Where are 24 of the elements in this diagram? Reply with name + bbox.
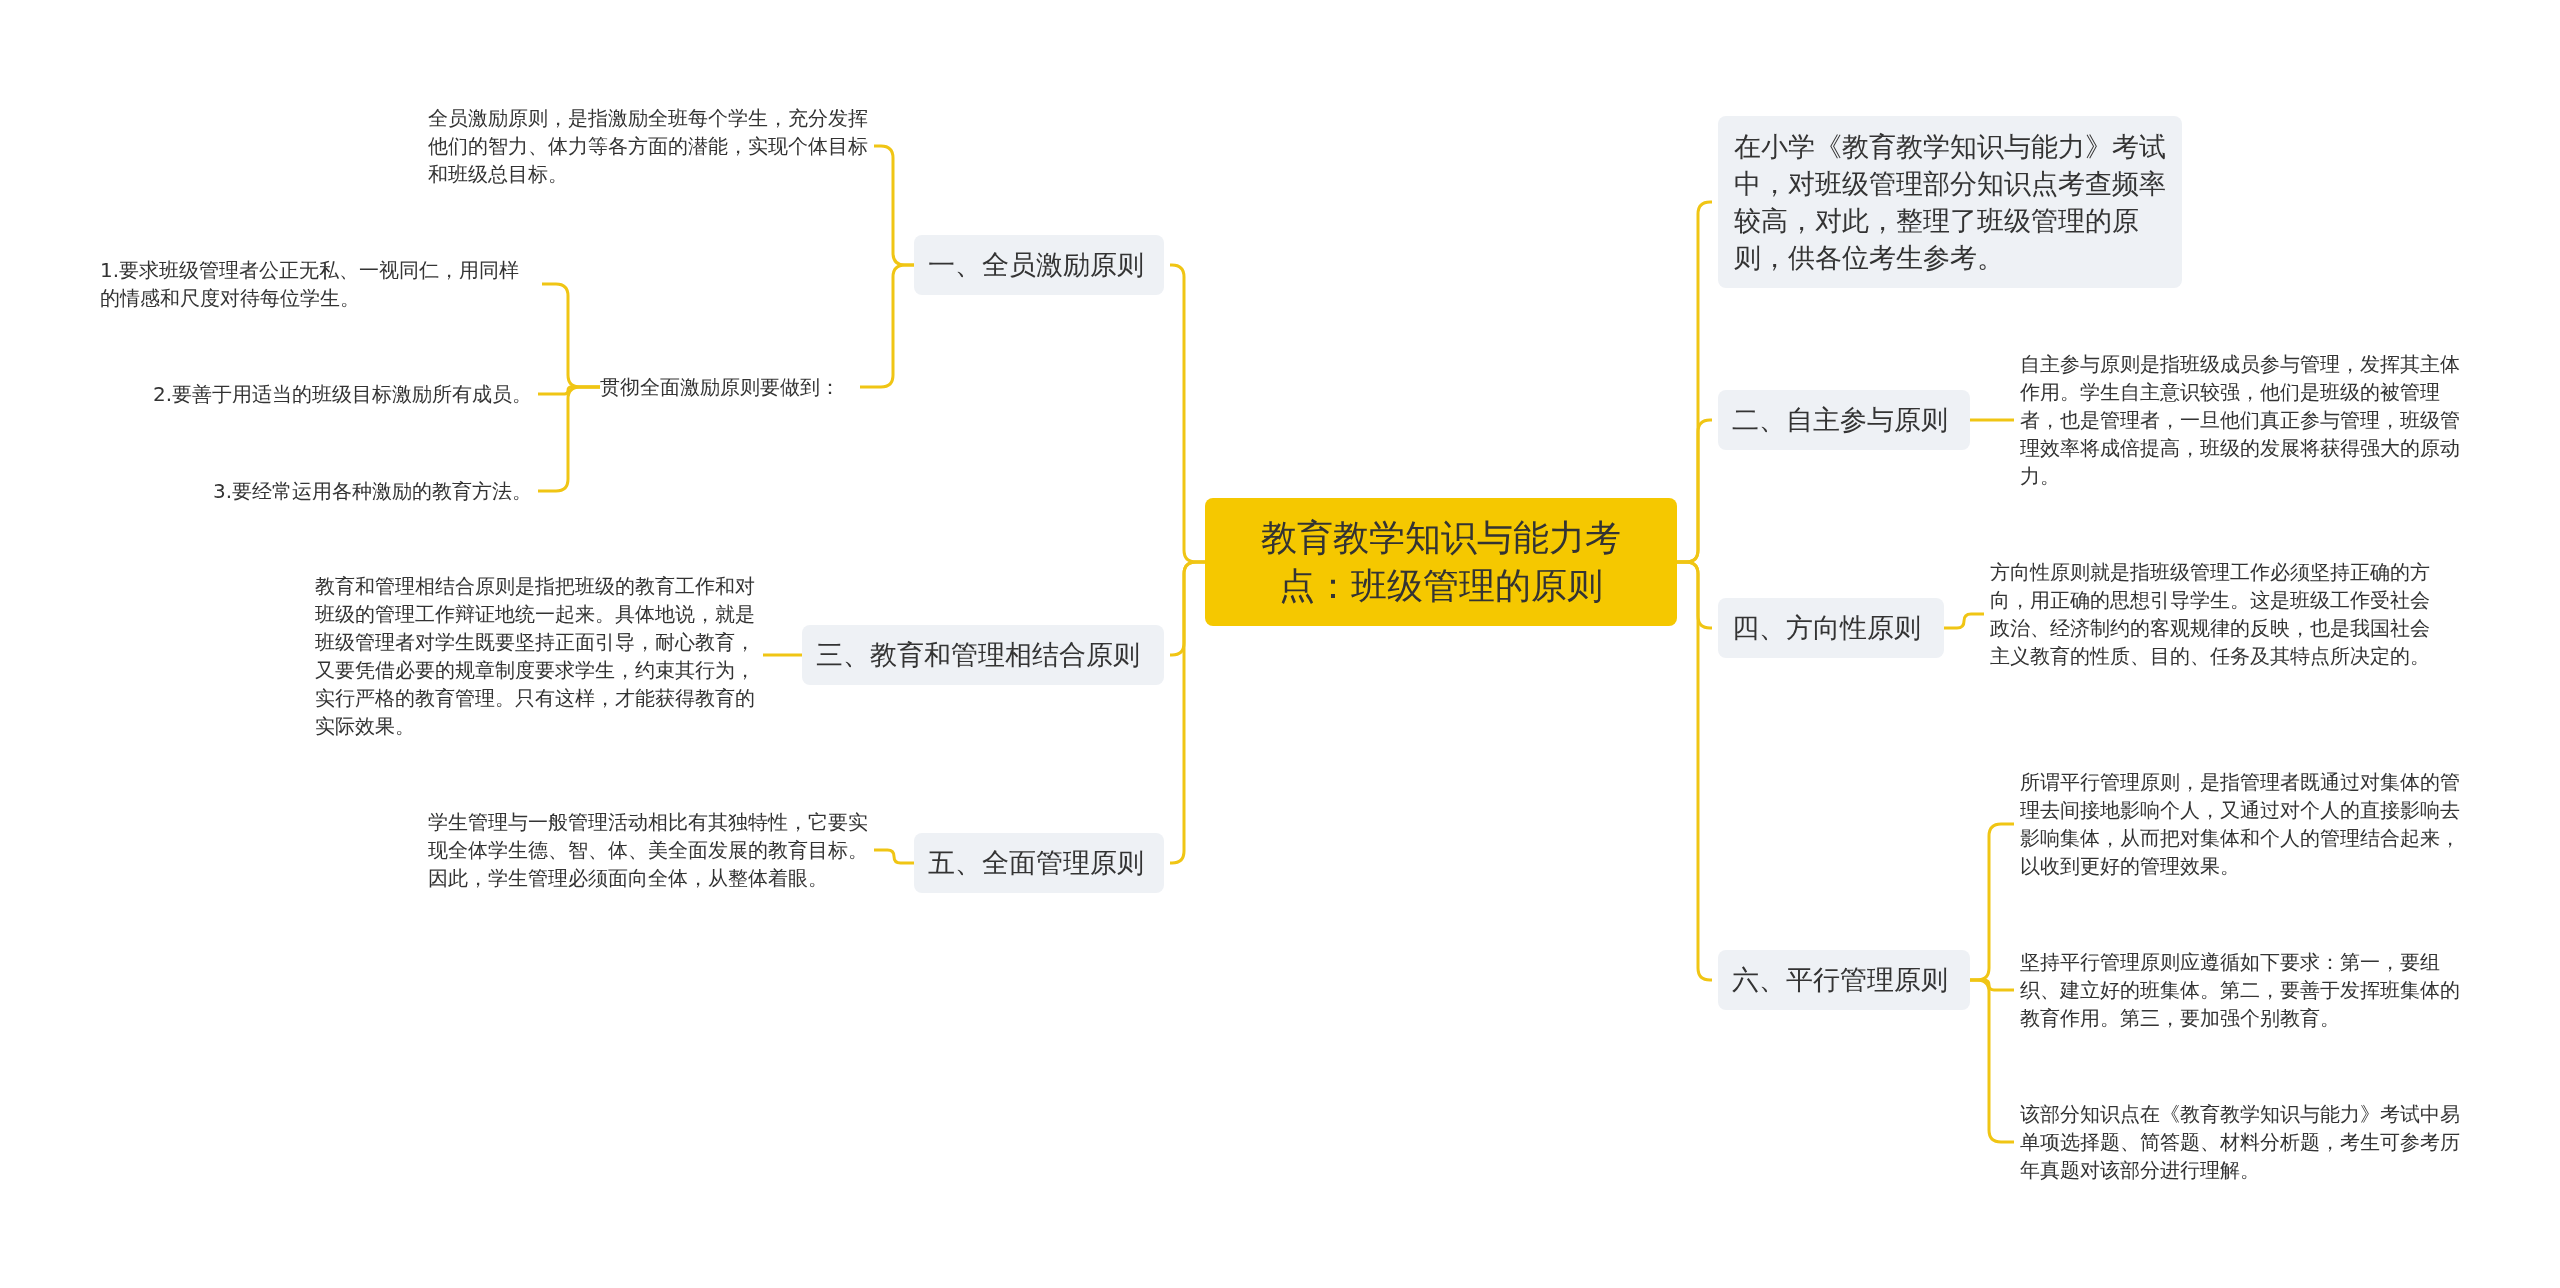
note-text: 方向性原则就是指班级管理工作必须坚持正确的方向，用正确的思想引导学生。这是班级工作受社会政治、经济制约的客观规律的反映，也是我国社会主义教育的性质、目的、任务及其特点所决定的。 — [1990, 558, 2432, 670]
branch-box: 五、全面管理原则 — [914, 833, 1164, 893]
note-text: 全员激励原则，是指激励全班每个学生，充分发挥他们的智力、体力等各方面的潜能，实现个体目标和班级总目标。 — [428, 104, 868, 188]
note-text: 教育和管理相结合原则是指把班级的教育工作和对班级的管理工作辩证地统一起来。具体地说，就是班级管理者对学生既要坚持正面引导，耐心教育，又要凭借必要的规章制度要求学生，约束其行为，实行严格的教育管理。只有这样，才能获得教育的实际效果。 — [315, 572, 757, 740]
intro-box: 在小学《教育教学知识与能力》考试中，对班级管理部分知识点考查频率较高，对此，整理了班级管理的原则，供各位考生参考。 — [1718, 116, 2182, 288]
connector-line — [763, 653, 802, 657]
connector-line — [1944, 612, 1984, 630]
branch-box: 二、自主参与原则 — [1718, 390, 1970, 450]
topic-box: 教育教学知识与能力考点：班级管理的原则 — [1205, 498, 1677, 626]
note-text: 该部分知识点在《教育教学知识与能力》考试中易单项选择题、简答题、材料分析题，考生可参考历年真题对该部分进行理解。 — [2020, 1100, 2462, 1184]
note-text: 所谓平行管理原则，是指管理者既通过对集体的管理去间接地影响个人，又通过对个人的直接影响去影响集体，从而把对集体和个人的管理结合起来，以收到更好的管理效果。 — [2020, 768, 2462, 880]
branch-box: 三、教育和管理相结合原则 — [802, 625, 1164, 685]
branch-box: 四、方向性原则 — [1718, 598, 1944, 658]
note-text: 自主参与原则是指班级成员参与管理，发挥其主体作用。学生自主意识较强，他们是班级的被管理者，也是管理者，一旦他们真正参与管理，班级管理效率将成倍提高，班级的发展将获得强大的原动力。 — [2020, 350, 2462, 490]
note-text: 学生管理与一般管理活动相比有其独特性，它要实现全体学生德、智、体、美全面发展的教育目标。因此，学生管理必须面向全体，从整体着眼。 — [428, 808, 868, 892]
connector-line — [1970, 418, 2014, 422]
connector-line — [874, 848, 914, 865]
branch-box: 一、全员激励原则 — [914, 235, 1164, 295]
note-text: 1.要求班级管理者公正无私、一视同仁，用同样的情感和尺度对待每位学生。 — [100, 256, 536, 312]
note-text: 2.要善于用适当的班级目标激励所有成员。 — [100, 380, 532, 408]
branch-box: 六、平行管理原则 — [1718, 950, 1970, 1010]
note-text: 贯彻全面激励原则要做到： — [600, 373, 854, 401]
note-text: 3.要经常运用各种激励的教育方法。 — [150, 477, 532, 505]
note-text: 坚持平行管理原则应遵循如下要求：第一，要组织、建立好的班集体。第二，要善于发挥班集体的教育作用。第三，要加强个别教育。 — [2020, 948, 2462, 1032]
